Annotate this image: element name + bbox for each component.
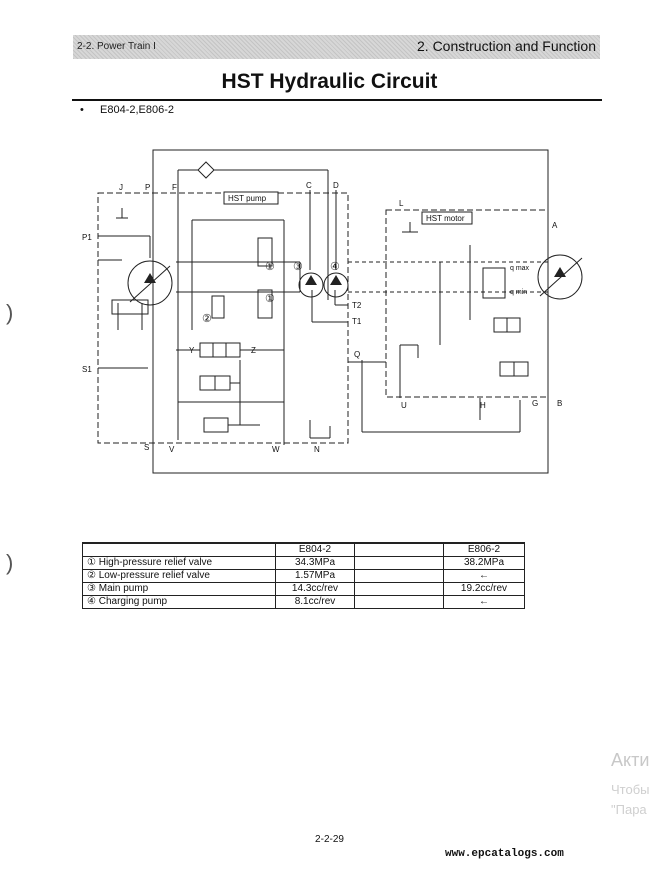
motor-qmax-label: q max: [510, 265, 530, 272]
marker-3: ③: [293, 261, 303, 273]
table-header-cell: [354, 542, 444, 557]
e804-cell: 34.3MPa: [275, 556, 355, 570]
port-y: Y: [189, 346, 195, 355]
port-f: F: [172, 183, 177, 192]
port-v: V: [169, 445, 175, 454]
port-t2: T2: [352, 301, 362, 310]
pump-box: [97, 192, 349, 444]
motor-box-label: HST motor: [426, 214, 465, 223]
site-url[interactable]: www.epcatalogs.com: [445, 848, 564, 860]
table-row: ① High-pressure relief valve 34.3MPa 38.…: [82, 556, 525, 570]
page-number: 2-2-29: [315, 834, 344, 845]
port-l: L: [399, 199, 404, 208]
port-w: W: [272, 445, 280, 454]
e806-cell: ←: [443, 595, 525, 609]
blank-cell: [354, 556, 444, 570]
watermark-line2: Чтобы: [611, 782, 650, 797]
bullet-icon: •: [80, 104, 84, 116]
motor-box: [385, 209, 549, 398]
port-b: B: [557, 399, 562, 408]
port-u: U: [401, 401, 407, 410]
port-c: C: [306, 181, 312, 190]
port-s: S: [144, 443, 149, 452]
port-n: N: [314, 445, 320, 454]
binding-mark: ): [6, 300, 14, 325]
port-s1: S1: [82, 365, 92, 374]
title-rule: [72, 99, 602, 101]
port-p: P: [145, 183, 150, 192]
port-z: Z: [251, 346, 256, 355]
table-header-cell: E806-2: [443, 542, 525, 557]
models-line: • E804-2,E806-2: [80, 104, 174, 116]
port-a: A: [552, 221, 558, 230]
spec-table: E804-2 E806-2 ① High-pressure relief val…: [82, 542, 525, 609]
item-cell: ① High-pressure relief valve: [82, 556, 276, 570]
table-row: ② Low-pressure relief valve 1.57MPa ←: [82, 569, 525, 583]
e806-cell: 38.2MPa: [443, 556, 525, 570]
port-p1: P1: [82, 233, 92, 242]
binding-mark: ): [6, 550, 14, 575]
port-q: Q: [354, 350, 360, 359]
marker-4: ④: [330, 261, 340, 273]
e804-cell: 14.3cc/rev: [275, 582, 355, 596]
item-cell: ③ Main pump: [82, 582, 276, 596]
chapter-label: 2. Construction and Function: [417, 38, 596, 54]
port-g: G: [532, 399, 538, 408]
watermark-text: Чтобы "Пара: [611, 780, 650, 820]
e804-cell: 1.57MPa: [275, 569, 355, 583]
pump-box-label: HST pump: [228, 194, 267, 203]
motor-qmin-label: q min: [510, 289, 527, 296]
marker-1a: ①: [265, 261, 275, 273]
item-cell: ② Low-pressure relief valve: [82, 569, 276, 583]
header-bar: 2-2. Power Train I 2. Construction and F…: [73, 35, 600, 59]
table-header-cell: [82, 542, 276, 557]
port-h: H: [480, 401, 486, 410]
marker-1b: ①: [265, 293, 275, 305]
blank-cell: [354, 595, 444, 609]
marker-2: ②: [202, 313, 212, 325]
e806-cell: ←: [443, 569, 525, 583]
watermark-line3: "Пара: [611, 802, 647, 817]
blank-cell: [354, 582, 444, 596]
e806-cell: 19.2cc/rev: [443, 582, 525, 596]
watermark-line1: Акти: [611, 750, 650, 770]
models-text: E804-2,E806-2: [100, 104, 174, 116]
blank-cell: [354, 569, 444, 583]
port-t1: T1: [352, 317, 362, 326]
table-header-cell: E804-2: [275, 542, 355, 557]
table-row: ④ Charging pump 8.1cc/rev ←: [82, 595, 525, 609]
item-cell: ④ Charging pump: [82, 595, 276, 609]
table-row: ③ Main pump 14.3cc/rev 19.2cc/rev: [82, 582, 525, 596]
page-title: HST Hydraulic Circuit: [221, 70, 438, 93]
e804-cell: 8.1cc/rev: [275, 595, 355, 609]
section-label: 2-2. Power Train I: [77, 41, 156, 52]
port-j: J: [119, 183, 123, 192]
table-header-row: E804-2 E806-2: [82, 542, 525, 557]
port-d: D: [333, 181, 339, 190]
